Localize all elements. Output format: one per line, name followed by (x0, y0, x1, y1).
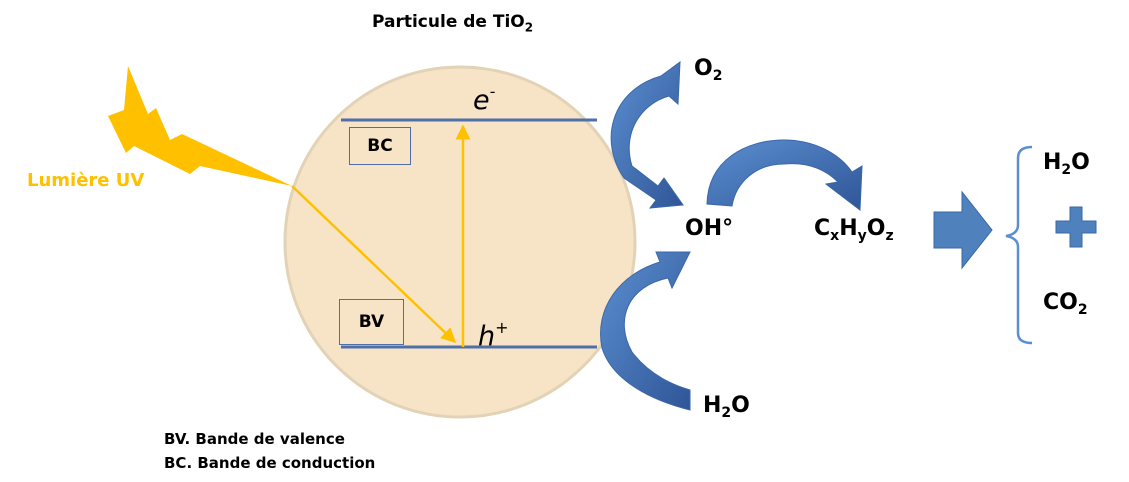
uv-light-label: Lumière UV (27, 170, 145, 191)
products-brace (1005, 145, 1033, 345)
valence-band-box: BV (339, 299, 404, 345)
legend-valence-band: BV. Bande de valence (164, 430, 345, 448)
legend-conduction-band: BC. Bande de conduction (164, 454, 376, 472)
electron-label: e- (473, 82, 496, 116)
block-arrow-to-products (933, 190, 993, 270)
plus-icon (1055, 206, 1097, 248)
lightning-bolt-icon (108, 66, 292, 186)
hydroxyl-radical-label: OH° (685, 216, 734, 241)
co2-product-label: CO2 (1043, 290, 1088, 318)
oxygen-label: O2 (694, 56, 723, 84)
water-product-label: H2O (1043, 150, 1090, 178)
curved-arrow-o2-to-oh (610, 60, 684, 209)
uv-light-arrow (291, 185, 457, 344)
water-reactant-label: H2O (703, 393, 750, 421)
hole-label: h+ (478, 318, 509, 352)
organic-compound-label: CxHyOz (814, 216, 894, 244)
curved-arrow-oh-to-organic (706, 139, 863, 211)
conduction-band-box: BC (349, 127, 411, 165)
diagram-title: Particule de TiO2 (372, 12, 534, 35)
curved-arrow-h2o-to-oh (600, 251, 691, 411)
